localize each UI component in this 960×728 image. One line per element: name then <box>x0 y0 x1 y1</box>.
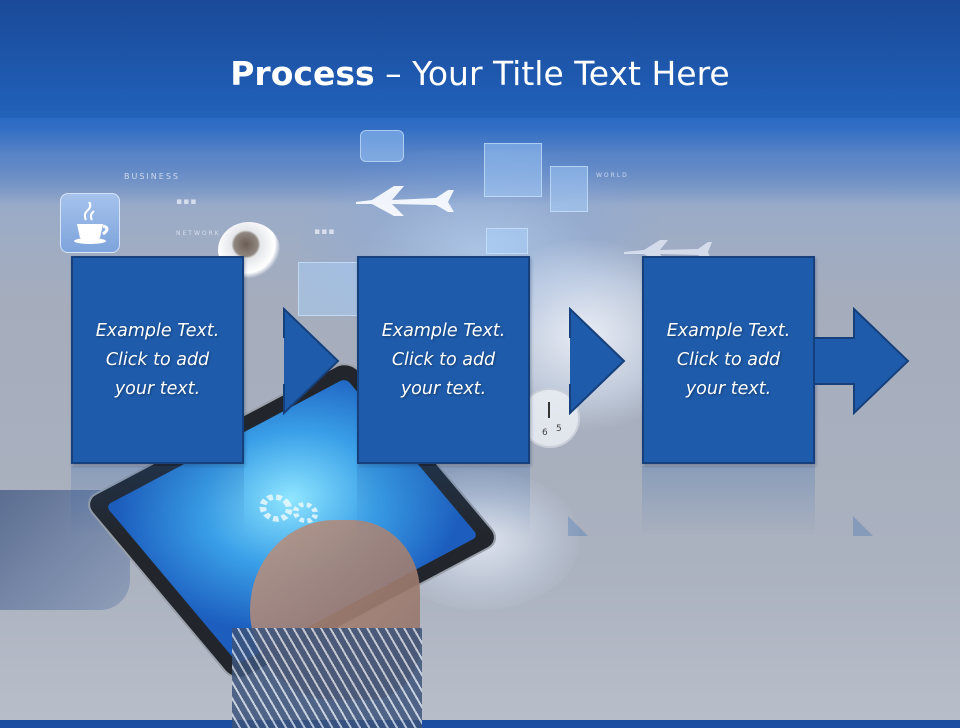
coffee-cup-icon <box>74 201 109 244</box>
background-dots: ▪▪▪ <box>314 227 336 237</box>
step-reflection <box>642 466 815 536</box>
step-reflection <box>357 466 530 536</box>
slide-title-bold: Process <box>230 54 375 93</box>
tablet-icon <box>80 358 504 684</box>
clock-numeral: 5 <box>556 424 562 434</box>
clock-hand <box>548 402 550 418</box>
process-arrow-3 <box>815 307 910 415</box>
background-panel <box>486 228 528 254</box>
coffee-app-tile <box>60 193 120 253</box>
background-label-business: BUSINESS <box>124 172 180 181</box>
arrow-reflection <box>568 516 588 536</box>
tablet-screen <box>105 378 479 664</box>
background-panel <box>360 130 404 162</box>
sleeve-photo-stripes <box>232 628 422 728</box>
background-panel <box>298 262 358 316</box>
airplane-icon <box>356 186 454 216</box>
process-step-3-text[interactable]: Example Text. Click to add your text. <box>666 320 791 399</box>
background-label-network: NETWORK <box>176 230 221 237</box>
slide-title[interactable]: Process – Your Title Text Here <box>0 52 960 96</box>
arrow-reflection <box>853 516 873 536</box>
background-dots: ▪▪▪ <box>176 197 198 207</box>
process-step-3[interactable]: Example Text. Click to add your text. <box>642 256 815 464</box>
title-bar <box>0 0 960 132</box>
step-reflection <box>71 466 244 536</box>
process-step-1[interactable]: Example Text. Click to add your text. <box>71 256 244 464</box>
clock-numeral: 6 <box>542 428 548 438</box>
process-arrow-1 <box>283 307 340 415</box>
process-step-2-text[interactable]: Example Text. Click to add your text. <box>381 320 506 399</box>
background-panel <box>550 166 588 212</box>
gear-icon <box>259 494 319 524</box>
slide-title-rest: – Your Title Text Here <box>374 54 730 93</box>
process-step-1-text[interactable]: Example Text. Click to add your text. <box>95 320 220 399</box>
process-step-2[interactable]: Example Text. Click to add your text. <box>357 256 530 464</box>
background-label-world: WORLD <box>596 172 629 179</box>
background-panel <box>484 143 542 197</box>
process-arrow-2 <box>569 307 626 415</box>
airplane-icon <box>624 240 712 263</box>
